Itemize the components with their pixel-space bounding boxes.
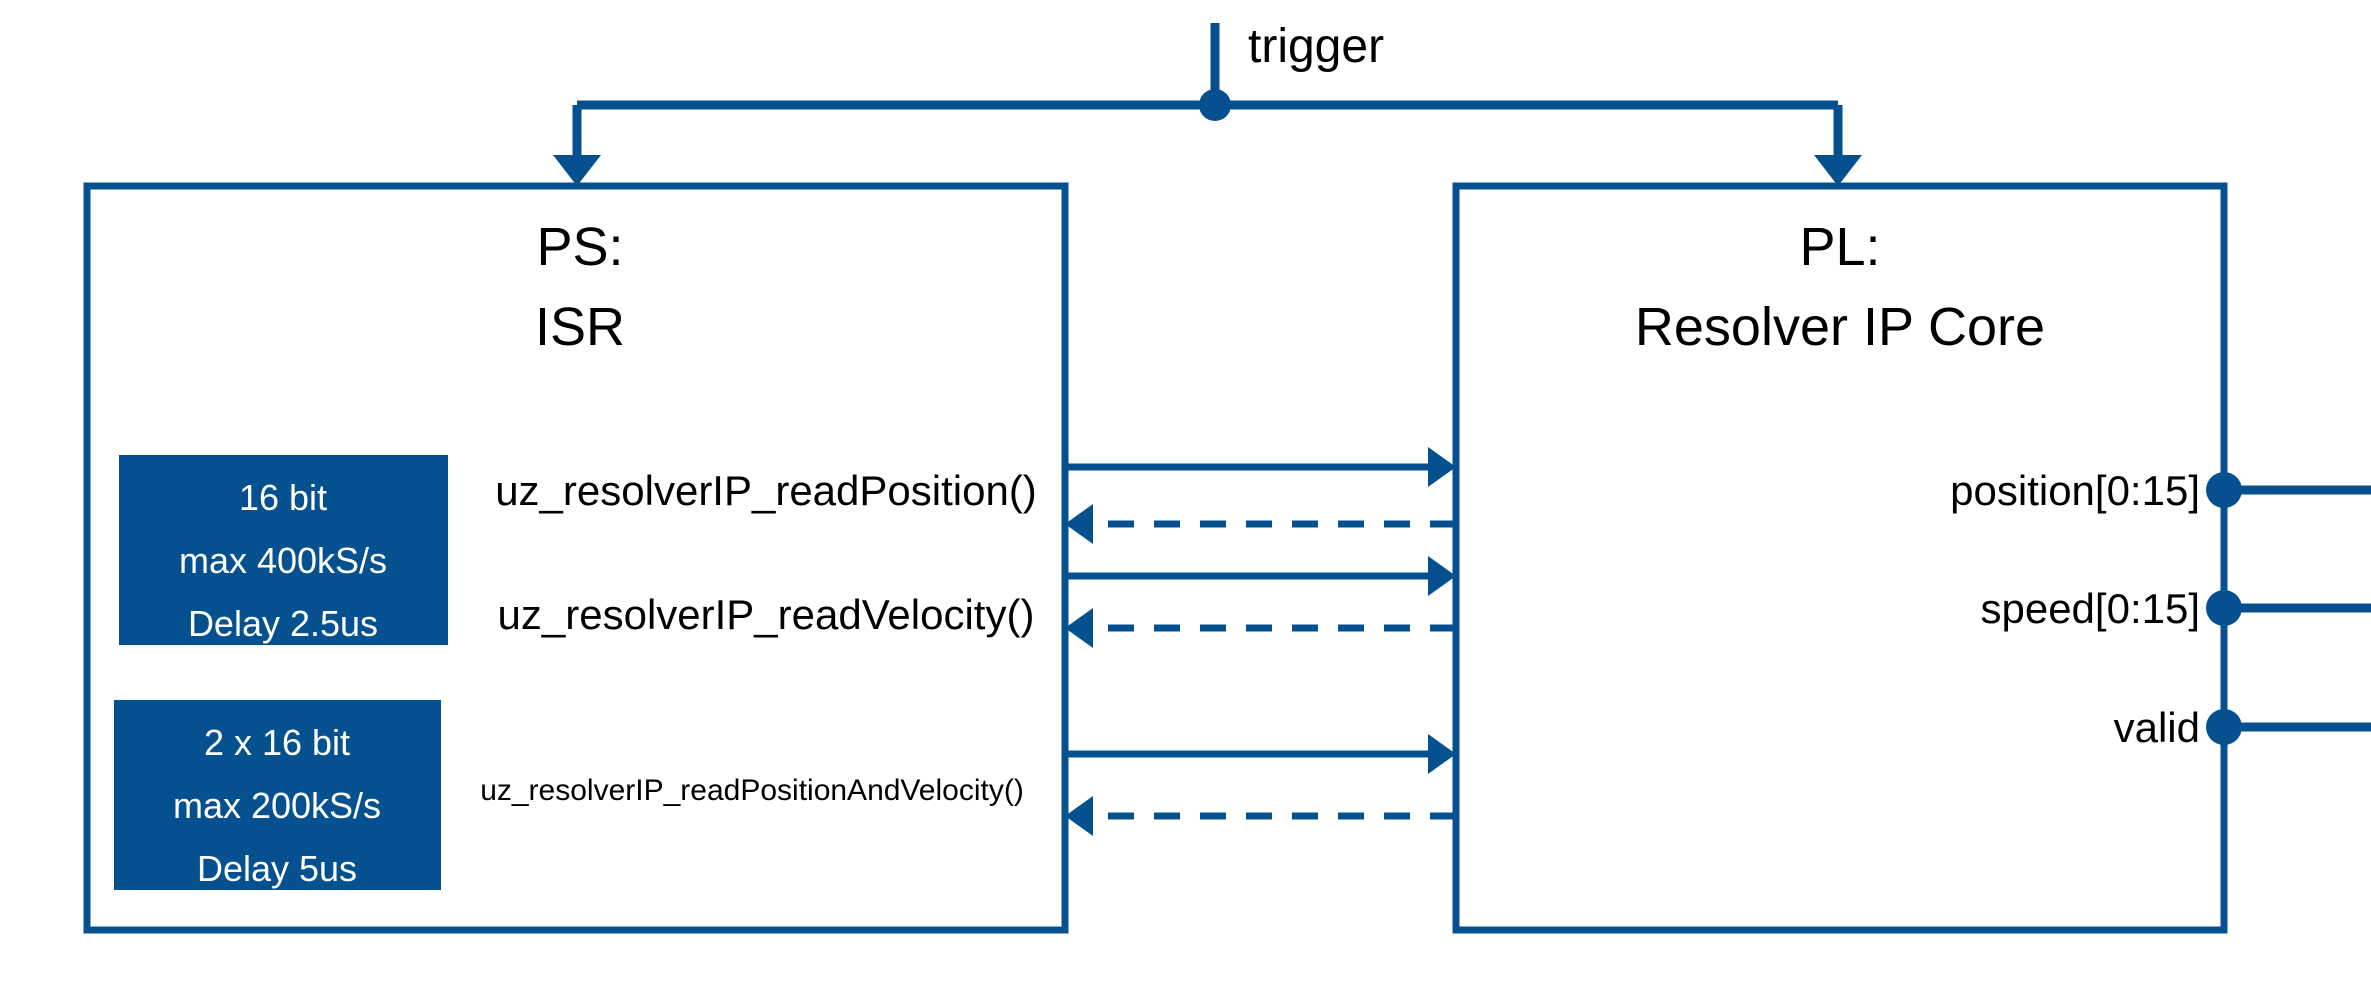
trigger-arrow-into-ps	[553, 155, 601, 186]
request-position-arrowhead	[1428, 447, 1456, 487]
pl-block-title-line1: PL:	[1799, 217, 1880, 277]
interconnect-group	[1065, 447, 1456, 836]
response-position-arrowhead	[1065, 504, 1093, 544]
port-speed-label: speed[0:15]	[1980, 585, 2200, 632]
spec-box-2-line1: 2 x 16 bit	[204, 722, 350, 763]
trigger-junction-dot	[1199, 89, 1231, 121]
port-valid-label: valid	[2114, 704, 2200, 751]
ps-block-title-line1: PS:	[536, 217, 623, 277]
pl-block-outline[interactable]	[1452, 182, 2228, 934]
port-position-dot	[2206, 472, 2242, 508]
spec-box-2-line2: max 200kS/s	[173, 785, 381, 826]
trigger-arrow-into-pl	[1814, 155, 1862, 186]
request-position-velocity-arrowhead	[1428, 734, 1456, 774]
output-ports-group: position[0:15] speed[0:15] valid	[1950, 467, 2371, 751]
response-velocity-arrowhead	[1065, 608, 1093, 648]
spec-box-1-line3: Delay 2.5us	[188, 603, 378, 644]
port-valid-dot	[2206, 709, 2242, 745]
port-speed-dot	[2206, 590, 2242, 626]
trigger-label: trigger	[1248, 20, 1384, 73]
spec-box-2-group: 2 x 16 bit max 200kS/s Delay 5us	[114, 700, 441, 890]
ps-block-group[interactable]: PS: ISR 16 bit max 400kS/s Delay 2.5us 2…	[83, 182, 1069, 934]
pl-block-title-line2: Resolver IP Core	[1635, 297, 2045, 357]
pl-block-group[interactable]: PL: Resolver IP Core	[1452, 182, 2228, 934]
ps-block-title-line2: ISR	[535, 297, 625, 357]
spec-box-1-line2: max 400kS/s	[179, 540, 387, 581]
api-call-read-position-and-velocity-label: uz_resolverIP_readPositionAndVelocity()	[480, 774, 1024, 807]
spec-box-1-group: 16 bit max 400kS/s Delay 2.5us	[119, 455, 448, 645]
spec-box-1-line1: 16 bit	[239, 477, 327, 518]
request-velocity-arrowhead	[1428, 556, 1456, 596]
port-position-label: position[0:15]	[1950, 467, 2200, 514]
spec-box-1	[119, 455, 448, 645]
response-position-velocity-arrowhead	[1065, 796, 1093, 836]
spec-box-2	[114, 700, 441, 890]
api-call-read-position-label: uz_resolverIP_readPosition()	[495, 467, 1037, 514]
api-call-read-velocity-label: uz_resolverIP_readVelocity()	[498, 591, 1035, 638]
spec-box-2-line3: Delay 5us	[197, 848, 357, 889]
trigger-bus-group: trigger	[553, 20, 1862, 186]
